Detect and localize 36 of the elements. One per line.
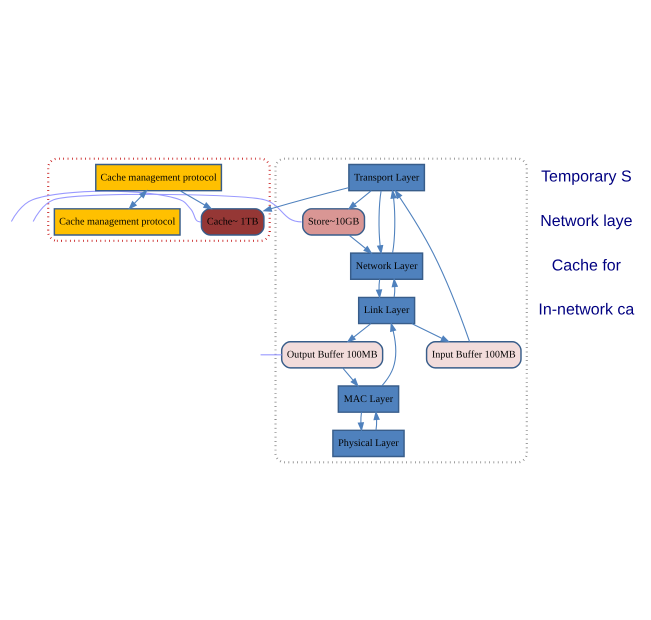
- label: Temporary S: [541, 168, 632, 186]
- connector: [260, 354, 282, 355]
- node-box: Cache management protocol: [95, 163, 222, 191]
- node-box: Physical Layer: [332, 429, 405, 457]
- arrow: [412, 322, 450, 342]
- arrow: [390, 188, 397, 253]
- arrow: [180, 190, 213, 210]
- label: Cache for: [552, 256, 621, 274]
- arrow: [392, 277, 398, 297]
- label: Network laye: [540, 212, 632, 230]
- cluster: [274, 157, 528, 463]
- node-box: Output Buffer 100MB: [280, 340, 384, 368]
- arrow: [128, 189, 148, 210]
- arrow: [376, 278, 382, 298]
- node-box: Cache~ 1TB: [200, 208, 265, 236]
- node-box: Cache management protocol: [54, 208, 181, 236]
- arrow: [394, 189, 470, 342]
- node-box: Transport Layer: [348, 163, 426, 191]
- arrow: [381, 322, 396, 386]
- connector: [32, 193, 302, 222]
- arrow: [376, 190, 384, 254]
- label: In-network ca: [538, 301, 634, 318]
- node-box: Store~10GB: [302, 208, 366, 236]
- arrow: [348, 190, 372, 210]
- node-box: MAC Layer: [338, 384, 400, 412]
- cluster: [47, 157, 271, 242]
- node-box: Network Layer: [350, 252, 424, 280]
- arrow: [373, 410, 380, 430]
- arrow: [348, 234, 373, 254]
- arrow: [346, 322, 372, 342]
- arrow: [262, 186, 349, 212]
- arrow: [342, 367, 359, 387]
- connector: [10, 190, 201, 222]
- node-box: Input Buffer 100MB: [426, 340, 522, 368]
- node-box: Link Layer: [358, 296, 416, 324]
- arrow: [358, 412, 364, 432]
